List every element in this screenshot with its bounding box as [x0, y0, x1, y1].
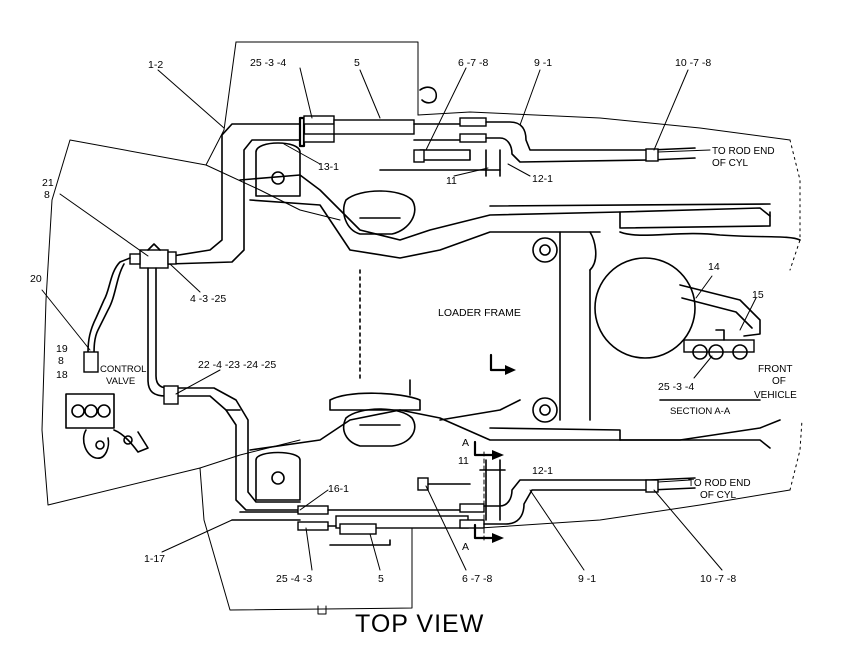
label-21: 21: [42, 177, 54, 189]
label-a-bottom: A: [462, 541, 469, 553]
label-15: 15: [752, 289, 764, 301]
label-12-1-bottom: 12-1: [532, 465, 553, 477]
label-5-bottom: 5: [378, 573, 384, 585]
label-8-b: 8: [58, 355, 64, 367]
label-control-valve-1: CONTROL: [100, 364, 146, 375]
label-front: FRONT: [758, 364, 792, 375]
section-cut-markers: [473, 353, 516, 543]
label-1-2: 1-2: [148, 59, 163, 71]
leader-lines: [41, 67, 757, 571]
label-4-3-25: 4 -3 -25: [190, 293, 226, 305]
upper-hydraulic-lines: [159, 86, 696, 265]
label-19: 19: [56, 343, 68, 355]
supply-lines: [83, 243, 301, 511]
label-9-1-top: 9 -1: [534, 57, 552, 69]
label-to-rod-end-bottom: TO ROD END: [688, 478, 751, 489]
label-14: 14: [708, 261, 720, 273]
label-25-4-3: 25 -4 -3: [276, 573, 312, 585]
label-of: OF: [772, 376, 786, 387]
label-8-a: 8: [44, 189, 50, 201]
control-valve: [65, 393, 149, 459]
label-11-top: 11: [446, 175, 457, 187]
label-22-series: 22 -4 -23 -24 -25: [198, 359, 276, 371]
label-of-cyl-top: OF CYL: [712, 158, 749, 169]
callout-labels: 1-2 25 -3 -4 5 6 -7 -8 9 -1 10 -7 -8 TO …: [30, 57, 797, 585]
label-11-bottom: 11: [458, 455, 469, 467]
label-6-7-8-bottom: 6 -7 -8: [462, 573, 493, 585]
label-25-3-4-right: 25 -3 -4: [658, 381, 694, 393]
view-title: TOP VIEW: [355, 610, 484, 638]
label-5-top: 5: [354, 57, 360, 69]
label-20: 20: [30, 273, 42, 285]
label-9-1-bottom: 9 -1: [578, 573, 596, 585]
label-18: 18: [56, 369, 68, 381]
label-12-1-top: 12-1: [532, 173, 553, 185]
section-a-a-detail: [594, 257, 761, 401]
label-a-top: A: [462, 437, 469, 449]
label-13-1: 13-1: [318, 161, 339, 173]
label-6-7-8-top: 6 -7 -8: [458, 57, 489, 69]
label-loader-frame: LOADER FRAME: [438, 307, 521, 319]
label-of-cyl-bottom: OF CYL: [700, 490, 737, 501]
label-10-7-8-top: 10 -7 -8: [675, 57, 711, 69]
label-16-1: 16-1: [328, 483, 349, 495]
lower-hydraulic-lines: [231, 459, 696, 546]
label-control-valve-2: VALVE: [106, 376, 135, 387]
loader-frame-structure: [239, 142, 801, 501]
label-vehicle: VEHICLE: [754, 390, 797, 401]
label-10-7-8-bottom: 10 -7 -8: [700, 573, 736, 585]
label-25-3-4-top: 25 -3 -4: [250, 57, 286, 69]
label-section-a-a: SECTION A-A: [670, 406, 731, 417]
label-1-17: 1-17: [144, 553, 165, 565]
label-to-rod-end-top: TO ROD END: [712, 146, 775, 157]
